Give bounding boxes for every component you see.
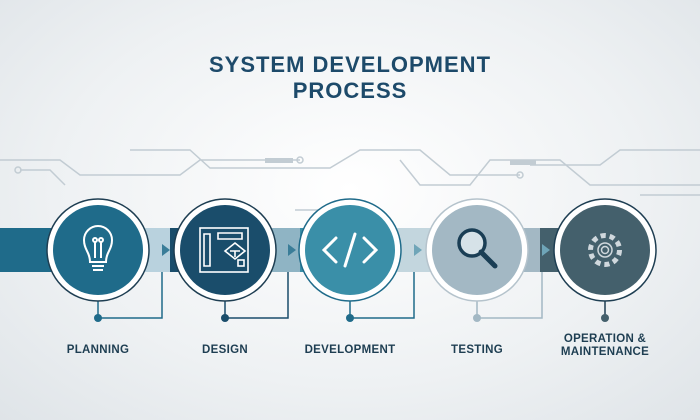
label-operation-line-1: OPERATION & xyxy=(563,333,647,345)
step-testing xyxy=(425,198,529,302)
label-operation-line-2: MAINTENANCE xyxy=(560,346,650,358)
magnifier-icon xyxy=(457,228,498,269)
chips xyxy=(265,158,536,165)
page-title: SYSTEM DEVELOPMENT PROCESS xyxy=(0,52,700,104)
title-line-2: PROCESS xyxy=(292,78,408,103)
step-planning xyxy=(46,198,150,302)
circuit-lines xyxy=(0,149,700,211)
label-testing: TESTING xyxy=(451,344,503,356)
label-development: DEVELOPMENT xyxy=(304,344,396,356)
step-development xyxy=(298,198,402,302)
title-line-1: SYSTEM DEVELOPMENT xyxy=(208,52,492,77)
code-icon xyxy=(321,232,379,268)
label-operation: OPERATION & MAINTENANCE xyxy=(535,333,675,359)
gear-icon xyxy=(588,233,622,267)
label-planning: PLANNING xyxy=(66,344,130,356)
circuit-board-icon xyxy=(199,227,249,273)
step-operation xyxy=(553,198,657,302)
label-design: DESIGN xyxy=(202,344,248,356)
lightbulb-icon xyxy=(82,225,114,271)
arrow-markers xyxy=(162,244,550,256)
step-design xyxy=(173,198,277,302)
